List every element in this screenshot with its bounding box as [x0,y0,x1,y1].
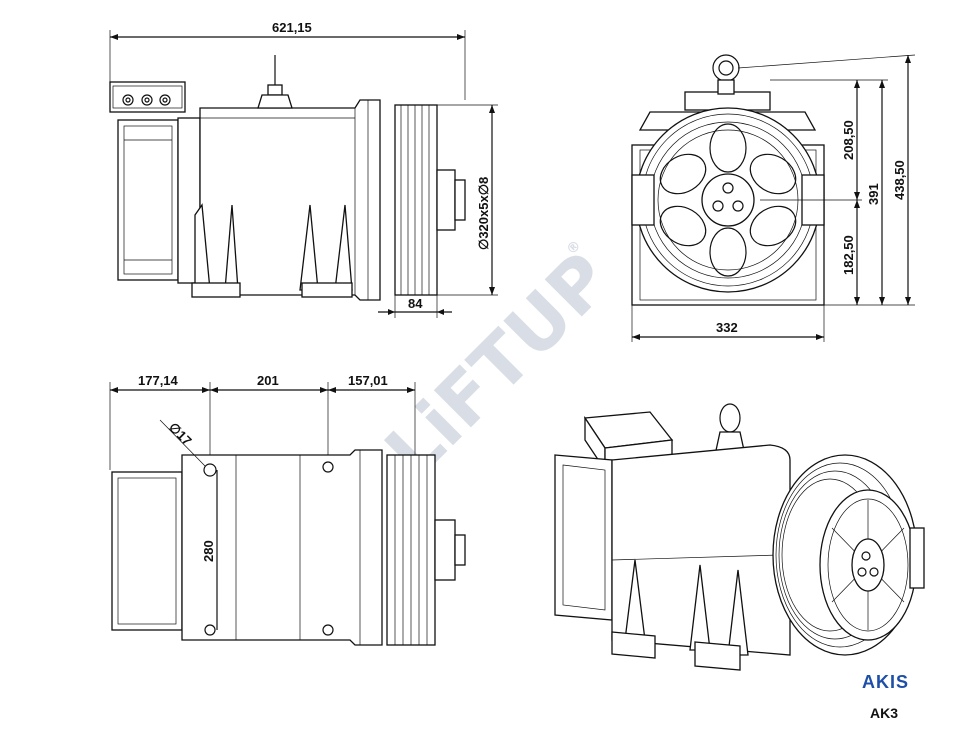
seg-3-label: 157,01 [348,373,388,388]
isometric-view [554,403,925,671]
brand-name: AKIS [862,672,910,692]
front-width-label: 332 [716,320,738,335]
front-view: 332 208,50 182,50 391 438,50 [631,54,916,342]
total-height-label: 391 [866,183,881,205]
overall-length-label: 621,15 [272,20,312,35]
sheave-width-label: 84 [408,296,423,311]
hole-spacing-label: 280 [201,540,216,562]
sheave-diameter-label: ∅320x5x∅8 [476,177,491,250]
side-view: 621,15 [109,20,498,318]
model-label: AK3 [870,705,899,721]
hole-diameter-label: ∅17 [166,420,195,449]
lower-height-label: 182,50 [841,235,856,275]
akis-logo: AKIS [862,672,909,693]
overall-height-label: 438,50 [892,160,907,200]
seg-1-label: 177,14 [138,373,179,388]
upper-height-label: 208,50 [841,120,856,160]
top-view: 177,14 201 157,01 ∅17 280 [109,373,466,646]
seg-2-label: 201 [257,373,279,388]
